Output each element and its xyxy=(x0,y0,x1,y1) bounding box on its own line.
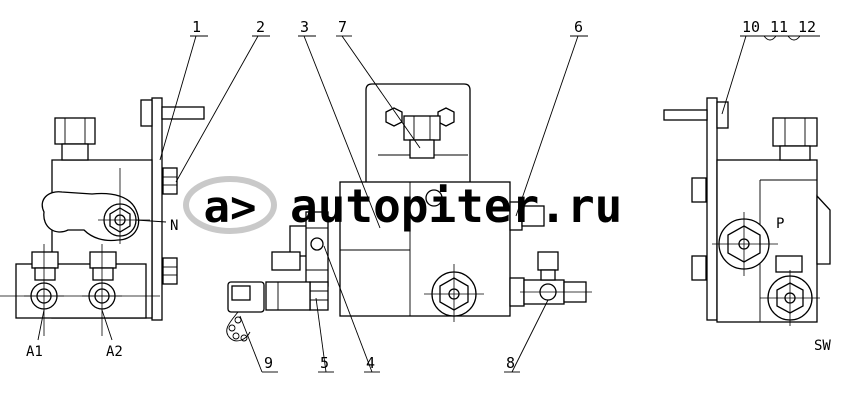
watermark: a> autopiter.ru xyxy=(183,176,622,234)
callout-5: 5 xyxy=(320,354,329,372)
left-top-bolt-shank xyxy=(161,106,205,120)
right-top-bolt-shank xyxy=(663,109,708,121)
watermark-logo-ring xyxy=(183,176,277,234)
right-top-bolt-head xyxy=(716,101,729,129)
callout-2: 2 xyxy=(256,18,265,36)
label-port-sw: SW xyxy=(814,338,831,354)
port-sw-cap xyxy=(775,255,803,273)
center-left-port-cap xyxy=(271,251,301,271)
left-view xyxy=(0,97,205,336)
callout-1: 1 xyxy=(192,18,201,36)
port-labels: N A1 A2 P SW xyxy=(26,216,831,360)
right-plate-nut-lower xyxy=(691,255,707,281)
callout-7: 7 xyxy=(338,18,347,36)
left-top-fitting-neck xyxy=(61,143,89,161)
label-port-n: N xyxy=(170,218,178,234)
right-top-fitting-hex xyxy=(772,117,818,147)
center-top-plug xyxy=(425,189,443,207)
label-port-p: P xyxy=(776,216,784,232)
leader-lines xyxy=(37,35,820,373)
port-a2-cap xyxy=(89,251,117,269)
callout-3: 3 xyxy=(300,18,309,36)
left-mounting-plate xyxy=(151,97,163,321)
left-top-bolt-head xyxy=(140,99,153,127)
part-5-nut xyxy=(309,281,329,311)
watermark-logo: a> xyxy=(204,182,257,233)
label-port-a1: A1 xyxy=(26,344,43,360)
callout-8: 8 xyxy=(506,354,515,372)
callout-4: 4 xyxy=(366,354,375,372)
center-view xyxy=(226,83,592,342)
callout-10: 10 xyxy=(742,18,760,36)
port-a1-cap xyxy=(31,251,59,269)
watermark-text: autopiter.ru xyxy=(290,179,622,233)
callout-12: 12 xyxy=(798,18,816,36)
part-7-hex xyxy=(403,115,441,141)
part-8-top-cap xyxy=(537,251,559,271)
callout-numbers: 1 2 3 7 6 10 11 12 9 5 4 8 xyxy=(192,18,816,372)
part-5-connector xyxy=(265,281,311,311)
callout-6: 6 xyxy=(574,18,583,36)
callout-9: 9 xyxy=(264,354,273,372)
label-port-a2: A2 xyxy=(106,344,123,360)
callout-11: 11 xyxy=(770,18,788,36)
left-plate-nut-upper xyxy=(162,167,178,195)
left-top-fitting-hex xyxy=(54,117,96,145)
left-plate-nut-lower xyxy=(162,257,178,285)
right-view xyxy=(663,97,831,326)
part-6-fitting xyxy=(521,205,545,227)
right-mounting-plate xyxy=(706,97,718,321)
right-plate-nut-upper xyxy=(691,177,707,203)
part-9-chain xyxy=(226,311,251,342)
